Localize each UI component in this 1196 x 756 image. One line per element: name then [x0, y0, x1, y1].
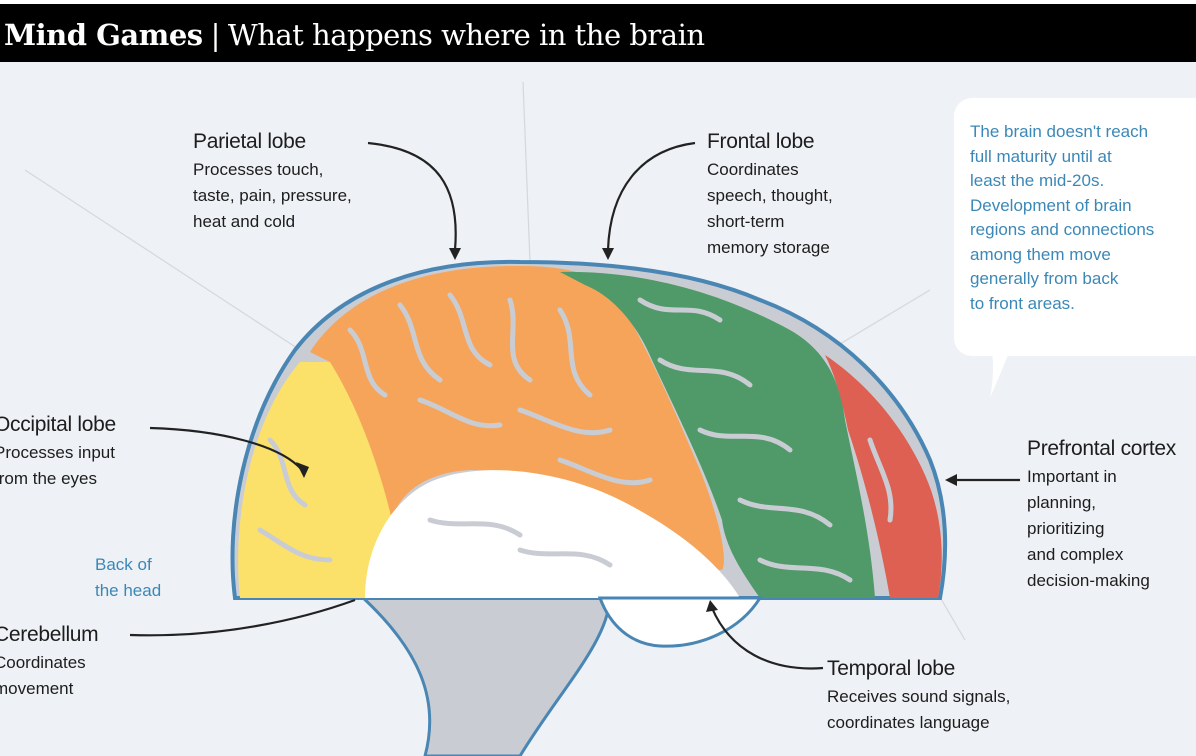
- maturity-note: The brain doesn't reach full maturity un…: [970, 122, 1155, 313]
- title-separator: |: [210, 18, 221, 52]
- parietal-lobe-label: Parietal lobe Processes touch, taste, pa…: [193, 130, 352, 235]
- frontal-arrowhead: [602, 248, 614, 260]
- gyri-texture: [257, 292, 894, 583]
- cerebellum-name: Cerebellum: [0, 623, 99, 646]
- note-bubble-tail: [990, 340, 1014, 398]
- brain-stem: [356, 593, 612, 756]
- temporal-lobe-desc: Receives sound signals, coordinates lang…: [827, 687, 1011, 732]
- temporal-arrowhead: [706, 600, 718, 612]
- parietal-lobe-desc: Processes touch, taste, pain, pressure, …: [193, 160, 352, 231]
- parietal-arrow: [367, 141, 457, 251]
- occipital-arrowhead: [296, 462, 309, 478]
- frontal-arrow: [606, 141, 696, 251]
- arrow-heads: [296, 248, 957, 612]
- note-bubble: [954, 98, 1196, 356]
- cerebellum-arrow: [129, 598, 356, 637]
- occipital-lobe-label: Occipital lobe Processes input from the …: [0, 413, 116, 492]
- prefrontal-arrowhead: [945, 474, 957, 486]
- guide-line-top: [522, 81, 531, 263]
- temporal-lobe-label: Temporal lobe Receives sound signals, co…: [827, 657, 1010, 736]
- occipital-arrow: [149, 426, 303, 471]
- parietal-arrowhead: [449, 248, 461, 260]
- occipital-lobe-desc: Processes input from the eyes: [0, 443, 115, 488]
- guide-line-right: [829, 289, 931, 351]
- prefrontal-cortex-name: Prefrontal cortex: [1027, 437, 1176, 460]
- frontal-lobe-name: Frontal lobe: [707, 130, 815, 153]
- temporal-lower: [597, 596, 763, 648]
- prefrontal-cortex-desc: Important in planning, prioritizing and …: [1027, 467, 1150, 590]
- cerebellum-label: Cerebellum Coordinates movement: [0, 623, 99, 702]
- page-title: Mind Games|What happens where in the bra…: [4, 18, 705, 52]
- cerebellum-desc: Coordinates movement: [0, 653, 86, 698]
- temporal-lobe-name: Temporal lobe: [827, 657, 956, 680]
- temporal-region: [365, 470, 740, 598]
- temporal-arrow: [710, 607, 824, 670]
- frontal-lobe-desc: Coordinates speech, thought, short-term …: [707, 160, 833, 257]
- pointer-arrows: [129, 141, 1020, 670]
- occipital-lobe-name: Occipital lobe: [0, 413, 116, 436]
- header-bar: Mind Games|What happens where in the bra…: [0, 0, 1196, 62]
- back-of-head-label: Back of the head: [95, 555, 162, 600]
- frontal-lobe-label: Frontal lobe Coordinates speech, thought…: [707, 130, 833, 261]
- prefrontal-cortex-label: Prefrontal cortex Important in planning,…: [1027, 437, 1176, 594]
- guide-line-left: [24, 169, 301, 351]
- title-bold: Mind Games: [4, 18, 203, 52]
- parietal-lobe-name: Parietal lobe: [193, 130, 306, 153]
- title-rest: What happens where in the brain: [227, 18, 705, 52]
